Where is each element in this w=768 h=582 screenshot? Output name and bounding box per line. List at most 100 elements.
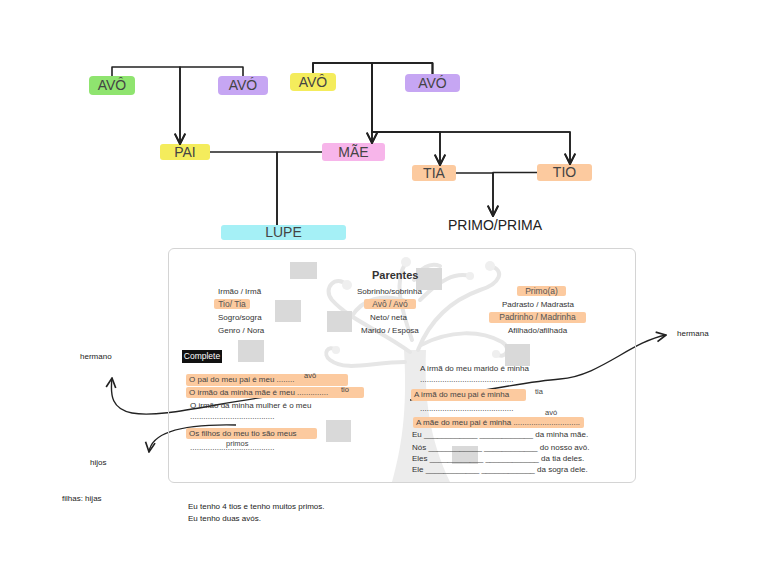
- node-text: Primo(a): [517, 286, 566, 296]
- node-text: Tio/ Tia: [214, 299, 250, 309]
- node-text: AVÓ: [405, 74, 460, 92]
- placeholder-square: [275, 300, 301, 322]
- placeholder-square: [326, 420, 351, 442]
- relative-tag: TIO: [537, 164, 592, 181]
- grandparent-tag: AVÔ: [290, 73, 336, 91]
- tree-leaf: [466, 272, 474, 280]
- node-note: avô: [304, 371, 316, 380]
- highlighted-term: Primo(a): [517, 286, 566, 296]
- annotation-arrows: [111, 335, 666, 452]
- tree-leaf: [492, 350, 500, 358]
- family-connector: [313, 63, 570, 164]
- highlighted-sentence: A mãe do meu pai é minha ...............…: [413, 417, 584, 428]
- annotation-text: Eu tenho duas avós.: [188, 514, 261, 523]
- node-text: AVÔ: [89, 76, 135, 95]
- node-note: Nós ____________ ____________ do nosso a…: [412, 443, 590, 453]
- family-connector: [313, 63, 440, 165]
- tree-leaf: [485, 261, 495, 271]
- placeholder-square: [505, 344, 530, 366]
- tree-leaf: [401, 257, 411, 267]
- highlighted-sentence: Os filhos do meu tio são meusprimos: [186, 428, 317, 439]
- node-note: ........................................…: [420, 404, 513, 414]
- node-text: Parentes: [372, 269, 418, 282]
- node-note: O irmão da minha mulher é o meu: [190, 401, 311, 411]
- node-note: primos: [226, 439, 249, 448]
- worksheet-card: ParentesIrmão / Irmã Sobrinho/sobrinhaSog…: [168, 248, 636, 483]
- node-text: PAI: [160, 144, 210, 160]
- placeholder-square: [290, 262, 317, 279]
- family-connector: [210, 152, 277, 225]
- highlighted-term: Tio/ Tia: [214, 299, 250, 309]
- node-text: AVÓ: [218, 76, 268, 95]
- family-connector: [313, 63, 372, 143]
- highlighted-term: Avô / Avó: [364, 299, 416, 309]
- annotation-text: hermana: [677, 329, 709, 338]
- node-text: Avô / Avó: [364, 299, 416, 309]
- node-text: O irmão da minha mãe é meu .............…: [186, 387, 364, 398]
- node-note: Eles ____________ ____________ da tia de…: [412, 454, 584, 464]
- node-note: Ele ____________ ____________ da sogra d…: [412, 465, 588, 475]
- placeholder-square: [238, 340, 264, 362]
- node-text: AVÔ: [290, 73, 336, 91]
- family-connector: [277, 152, 322, 225]
- placeholder-square: [416, 268, 442, 290]
- placeholder-square: [327, 311, 352, 332]
- node-note: Eu ____________ ____________ da minha mã…: [412, 430, 588, 440]
- cousin-tag: PRIMO/PRIMA: [440, 216, 550, 234]
- parent-tag: MÃE: [322, 143, 385, 161]
- highlighted-sentence: A irmã do meu pai é minhatia: [411, 389, 526, 401]
- tree-leaf: [342, 280, 352, 290]
- node-text: MÃE: [322, 143, 385, 161]
- node-note: A irmã do meu marido é minha: [420, 364, 529, 374]
- tree-branches: [326, 262, 507, 366]
- family-connector: [372, 63, 433, 143]
- tree-leaves: [332, 257, 500, 358]
- annotation-text: Eu tenho 4 tios e tenho muitos primos.: [188, 502, 325, 511]
- family-connector: [372, 63, 440, 165]
- annotation-text: filhas: hijas: [62, 494, 102, 503]
- node-text: A mãe do meu pai é minha ...............…: [413, 417, 584, 428]
- node-note: Sogro/sogra: [218, 313, 262, 323]
- family-connector: [372, 63, 570, 164]
- relative-tag: TIA: [412, 165, 456, 181]
- node-note: Padrasto / Madrasta: [502, 300, 574, 310]
- tree-leaf: [332, 346, 340, 354]
- family-connector: [493, 173, 537, 217]
- node-text: TIA: [412, 165, 456, 181]
- node-text: Complete: [182, 350, 222, 363]
- node-note: avó: [545, 408, 557, 417]
- node-note: tia: [535, 387, 543, 396]
- node-note: ........................................…: [420, 375, 513, 385]
- section-heading: Complete: [182, 350, 222, 363]
- self-tag: LUPE: [221, 225, 346, 240]
- parent-tag: PAI: [160, 144, 210, 160]
- annotation-arrow: [410, 335, 666, 400]
- node-text: A irmã do meu pai é minha: [411, 389, 526, 401]
- grandparent-tag: AVÔ: [89, 76, 135, 95]
- grandparent-tag: AVÓ: [405, 74, 460, 92]
- node-note: Irmão / Irmã: [218, 287, 261, 297]
- node-note: tio: [341, 385, 349, 394]
- node-note: Marido / Esposa: [361, 326, 419, 336]
- node-text: Padrinho / Madrinha: [489, 312, 586, 323]
- node-note: ......................................: [190, 412, 274, 422]
- node-note: Genro / Nora: [218, 326, 264, 336]
- node-note: Afilhado/afilhada: [508, 326, 567, 336]
- highlighted-sentence: O pai do meu pai é meu ........avô: [186, 374, 348, 386]
- highlighted-sentence: O irmão da minha mãe é meu .............…: [186, 387, 364, 398]
- grandparent-tag: AVÓ: [218, 76, 268, 95]
- node-note: Neto/ neta: [370, 313, 407, 323]
- highlighted-term: Padrinho / Madrinha: [489, 312, 586, 323]
- family-connector: [112, 67, 180, 144]
- annotation-text: hermano: [80, 352, 112, 361]
- node-note: Sobrinho/sobrinha: [357, 287, 422, 297]
- node-text: O pai do meu pai é meu ........: [186, 374, 348, 386]
- node-text: Os filhos do meu tio são meus: [186, 428, 317, 439]
- node-text: LUPE: [221, 225, 346, 240]
- family-connector: [456, 173, 493, 216]
- node-text: PRIMO/PRIMA: [440, 216, 550, 234]
- family-connector: [180, 67, 243, 144]
- node-text: TIO: [537, 164, 592, 181]
- annotation-text: hijos: [90, 458, 106, 467]
